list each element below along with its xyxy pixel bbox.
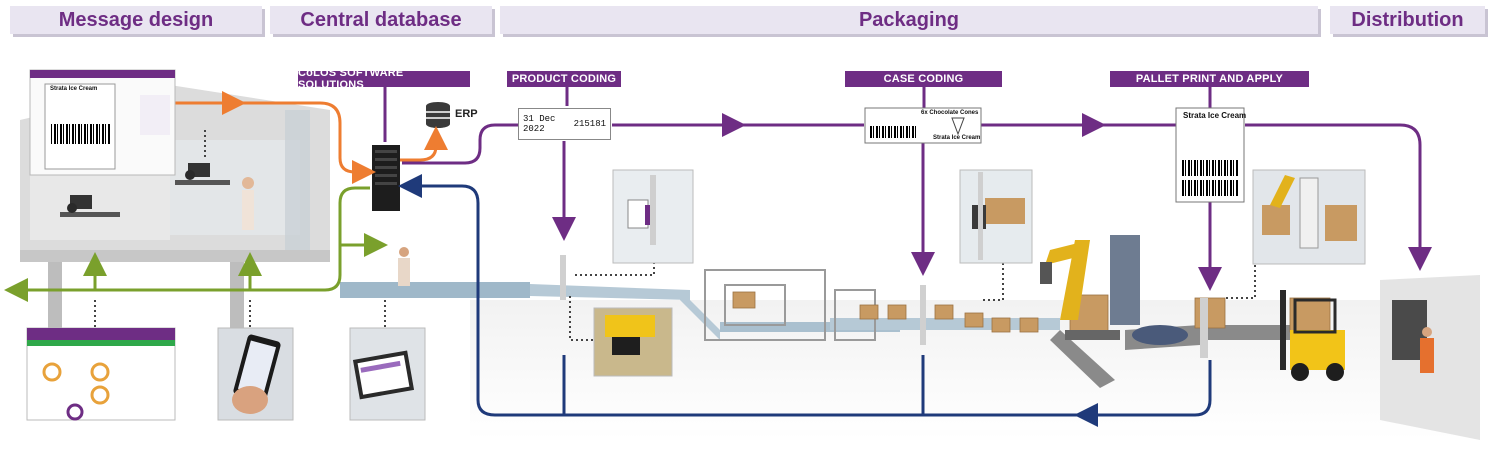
panel-case-labeler	[959, 169, 1033, 264]
stage-distribution: Distribution	[1330, 6, 1485, 34]
panel-coder-head	[612, 169, 694, 264]
case-label-line1: 6x Chocolate Cones	[921, 110, 979, 116]
purple-flow-lines	[383, 86, 1432, 291]
product-code-date: 31 Dec 2022	[523, 114, 556, 134]
panel-dashboard	[26, 327, 176, 421]
stage-central-database: Central database	[270, 6, 492, 34]
panel-pallet-robot	[1252, 169, 1366, 265]
product-code-number: 215181	[573, 119, 606, 129]
pallet-label-box	[1175, 107, 1245, 203]
label-case-coding: CASE CODING	[845, 71, 1002, 87]
panel-camera	[593, 307, 673, 377]
label-colos-software: CoLOS SOFTWARE SOLUTIONS	[298, 67, 470, 91]
panel-phone	[217, 327, 294, 421]
server-rack	[372, 145, 400, 211]
operators	[398, 247, 410, 286]
label-product-coding: PRODUCT CODING	[507, 71, 621, 87]
database-icon	[426, 102, 450, 128]
navy-flow-lines	[398, 174, 1212, 427]
stage-packaging: Packaging	[500, 6, 1318, 34]
label-pallet-print: PALLET PRINT AND APPLY	[1110, 71, 1309, 87]
case-label-box	[864, 107, 982, 144]
case-label-line2: Strata Ice Cream	[933, 135, 981, 141]
panel-tablet	[349, 327, 426, 421]
product-code-box: 31 Dec 2022 215181	[518, 108, 611, 140]
green-flow-lines	[4, 186, 388, 302]
dotted-connectors	[94, 130, 1256, 341]
forklift	[1280, 290, 1345, 381]
coder-posts	[560, 255, 1208, 358]
orange-flow-lines	[175, 91, 448, 184]
panel-editor	[29, 69, 176, 176]
pallet-label-title: Strata Ice Cream	[1183, 111, 1247, 120]
erp-label: ERP	[455, 108, 478, 120]
palletizing-robot	[1040, 235, 1140, 340]
editor-label-title: Strata Ice Cream	[50, 86, 98, 92]
stage-message-design: Message design	[10, 6, 262, 34]
truck-trailer	[1380, 275, 1480, 440]
